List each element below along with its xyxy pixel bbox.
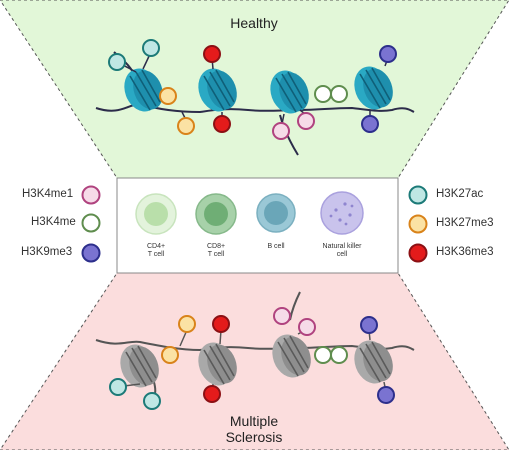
natural-killer-cell-icon bbox=[320, 191, 364, 235]
h3k27me3-mark bbox=[177, 117, 195, 135]
h3k9me3-mark bbox=[379, 45, 397, 63]
h3k4me-mark bbox=[330, 85, 348, 103]
h3k4me-mark bbox=[314, 85, 332, 103]
healthy-chromatin bbox=[95, 39, 415, 156]
h3k27ac-legend-icon bbox=[408, 185, 428, 205]
h3k4me1-legend-icon bbox=[81, 185, 101, 205]
nucleosome bbox=[124, 68, 163, 112]
h3k4me-mark bbox=[314, 346, 332, 364]
h3k27me3-mark bbox=[159, 87, 177, 105]
h3k4me-mark bbox=[330, 346, 348, 364]
h3k27me3-mark bbox=[161, 346, 179, 364]
nucleosome bbox=[198, 68, 237, 112]
nucleosome bbox=[120, 344, 159, 388]
h3k36me3-mark bbox=[203, 385, 221, 403]
h3k36me3-legend-icon bbox=[408, 243, 428, 263]
cell-label-b-cell: B cell bbox=[267, 243, 285, 250]
disease-title: Multiple Sclerosis bbox=[194, 413, 314, 445]
h3k36me3-mark bbox=[212, 315, 230, 333]
h3k27ac-mark bbox=[142, 39, 160, 57]
b-cell-icon bbox=[256, 193, 296, 233]
h3k4me1-mark bbox=[297, 112, 315, 130]
nucleosome bbox=[354, 66, 393, 110]
cell-label-cd4: CD4+T cell bbox=[146, 243, 166, 258]
h3k4me1-mark bbox=[273, 307, 291, 325]
disease-chromatin bbox=[95, 291, 415, 410]
h3k36me3-mark bbox=[213, 115, 231, 133]
legend-label-h3k9me3: H3K9me3 bbox=[21, 246, 73, 258]
nucleosome bbox=[272, 334, 311, 378]
cd4-t-cell-icon bbox=[135, 193, 177, 235]
cd8-t-cell-icon bbox=[195, 193, 237, 235]
nucleosome bbox=[198, 342, 237, 386]
healthy-title: Healthy bbox=[230, 15, 278, 31]
disease-title-line2: Sclerosis bbox=[225, 429, 283, 445]
legend-label-h3k27ac: H3K27ac bbox=[436, 188, 484, 200]
h3k9me3-mark bbox=[361, 115, 379, 133]
healthy-panel bbox=[0, 0, 509, 179]
legend-label-h3k27me3: H3K27me3 bbox=[436, 217, 494, 229]
h3k9me3-legend-icon bbox=[81, 243, 101, 263]
cell-label-cd8: CD8+T cell bbox=[206, 243, 226, 258]
h3k27ac-mark bbox=[109, 378, 127, 396]
legend-label-h3k4me1: H3K4me1 bbox=[22, 188, 74, 200]
h3k4me1-mark bbox=[298, 318, 316, 336]
h3k4me1-mark bbox=[272, 122, 290, 140]
h3k9me3-mark bbox=[360, 316, 378, 334]
h3k27me3-legend-icon bbox=[408, 214, 428, 234]
h3k36me3-mark bbox=[203, 45, 221, 63]
h3k27ac-mark bbox=[143, 392, 161, 410]
disease-title-line1: Multiple bbox=[229, 413, 279, 429]
h3k9me3-mark bbox=[377, 386, 395, 404]
h3k27me3-mark bbox=[178, 315, 196, 333]
h3k4me-legend-icon bbox=[81, 213, 101, 233]
nucleosome bbox=[270, 70, 309, 114]
legend-label-h3k36me3: H3K36me3 bbox=[436, 246, 494, 258]
h3k27ac-mark bbox=[108, 53, 126, 71]
nucleosome bbox=[354, 340, 393, 384]
legend-label-h3k4me: H3K4me bbox=[31, 216, 76, 228]
